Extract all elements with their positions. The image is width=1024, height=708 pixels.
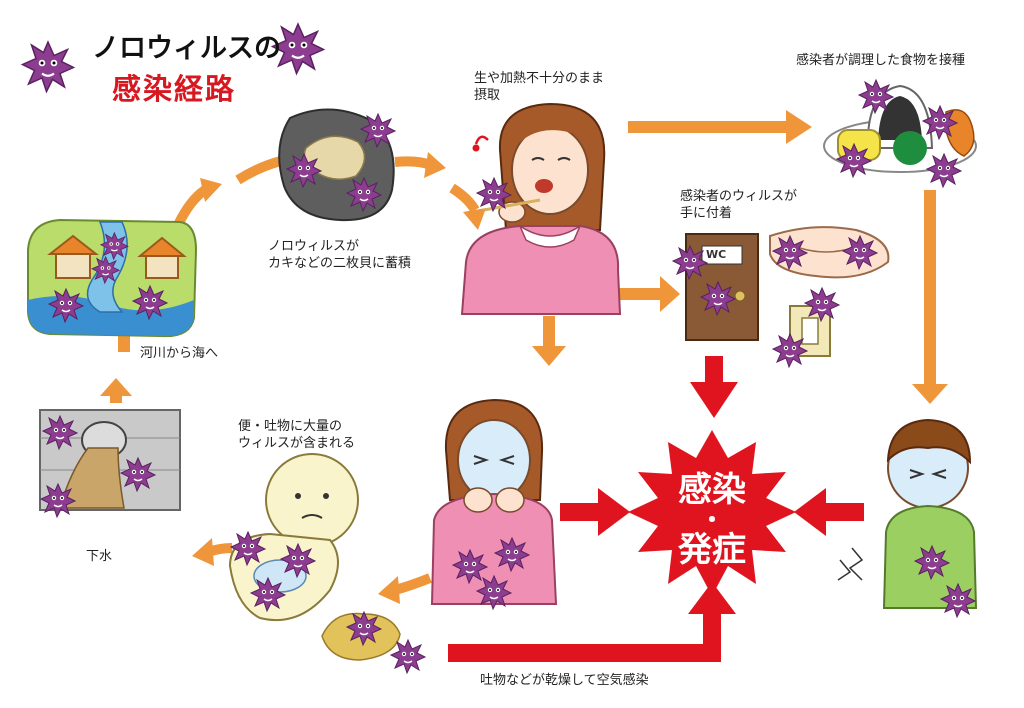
caption-toilet-line-2: ウィルスが含まれる	[238, 436, 356, 451]
arrow-woman-down	[532, 316, 566, 366]
title-line-1: ノロウィルスの	[92, 33, 281, 64]
wc-door	[672, 233, 759, 341]
caption-river: 河川から海へ	[140, 346, 219, 361]
caption-sewer: 下水	[86, 549, 113, 564]
arrow-sea-to-shellfish	[173, 178, 222, 228]
caption-food-contact: 感染者が調理した食物を接種	[796, 53, 966, 68]
arrow-child-to-center	[794, 488, 864, 536]
center-label-dot: ・	[700, 506, 724, 534]
center-label-line-2: 発症	[678, 530, 746, 570]
arrow-wc-to-center	[690, 356, 738, 418]
caption-raw-eating-line-1: 生や加熱不十分のまま	[474, 71, 605, 86]
arrow-woman-to-wc	[615, 276, 680, 312]
arrow-sick-woman-to-center	[560, 488, 630, 536]
caption-hand-contact-line-2: 手に付着	[680, 206, 733, 221]
arrow-food-to-child	[912, 190, 948, 404]
wc-sign: WC	[706, 248, 727, 261]
sick-woman	[430, 398, 558, 610]
river-scene	[27, 218, 198, 338]
arrow-woman-to-food	[628, 110, 812, 144]
caption-airborne: 吐物などが乾燥して空気感染	[480, 673, 649, 688]
arrow-sick-to-toilet	[378, 573, 432, 604]
center-starburst	[628, 430, 796, 596]
caption-hand-contact-line-1: 感染者のウィルスが	[680, 189, 798, 204]
arrow-toilet-to-sewer	[192, 538, 233, 566]
caption-toilet: 便・吐物に大量の ウィルスが含まれる	[238, 418, 355, 452]
orange-arrows	[100, 110, 948, 604]
sick-child	[837, 418, 978, 618]
caption-raw-eating-line-2: 摂取	[474, 88, 501, 103]
caption-toilet-line-1: 便・吐物に大量の	[238, 419, 343, 434]
caption-hand-contact: 感染者のウィルスが 手に付着	[680, 188, 797, 222]
center-label-line-1: 感染	[678, 470, 746, 510]
handshake	[769, 226, 890, 279]
center-label: 感染 ・ 発症	[672, 470, 752, 570]
light-switch	[772, 287, 840, 368]
title-line-2: 感染経路	[112, 72, 237, 106]
caption-shellfish-line-2: カキなどの二枚貝に蓄積	[268, 256, 412, 271]
toilet-scene	[228, 453, 426, 674]
red-arrows	[448, 356, 864, 662]
title-virus-left-icon	[21, 40, 75, 93]
oyster-scene	[278, 108, 396, 222]
sewer-scene	[39, 409, 181, 518]
food-plate	[823, 79, 977, 188]
caption-raw-eating: 生や加熱不十分のまま 摂取	[474, 70, 604, 104]
arrow-airborne-to-center	[448, 582, 736, 662]
woman-eating	[460, 102, 622, 315]
caption-shellfish-line-1: ノロウィルスが	[268, 239, 360, 254]
caption-shellfish: ノロウィルスが カキなどの二枚貝に蓄積	[268, 238, 411, 272]
